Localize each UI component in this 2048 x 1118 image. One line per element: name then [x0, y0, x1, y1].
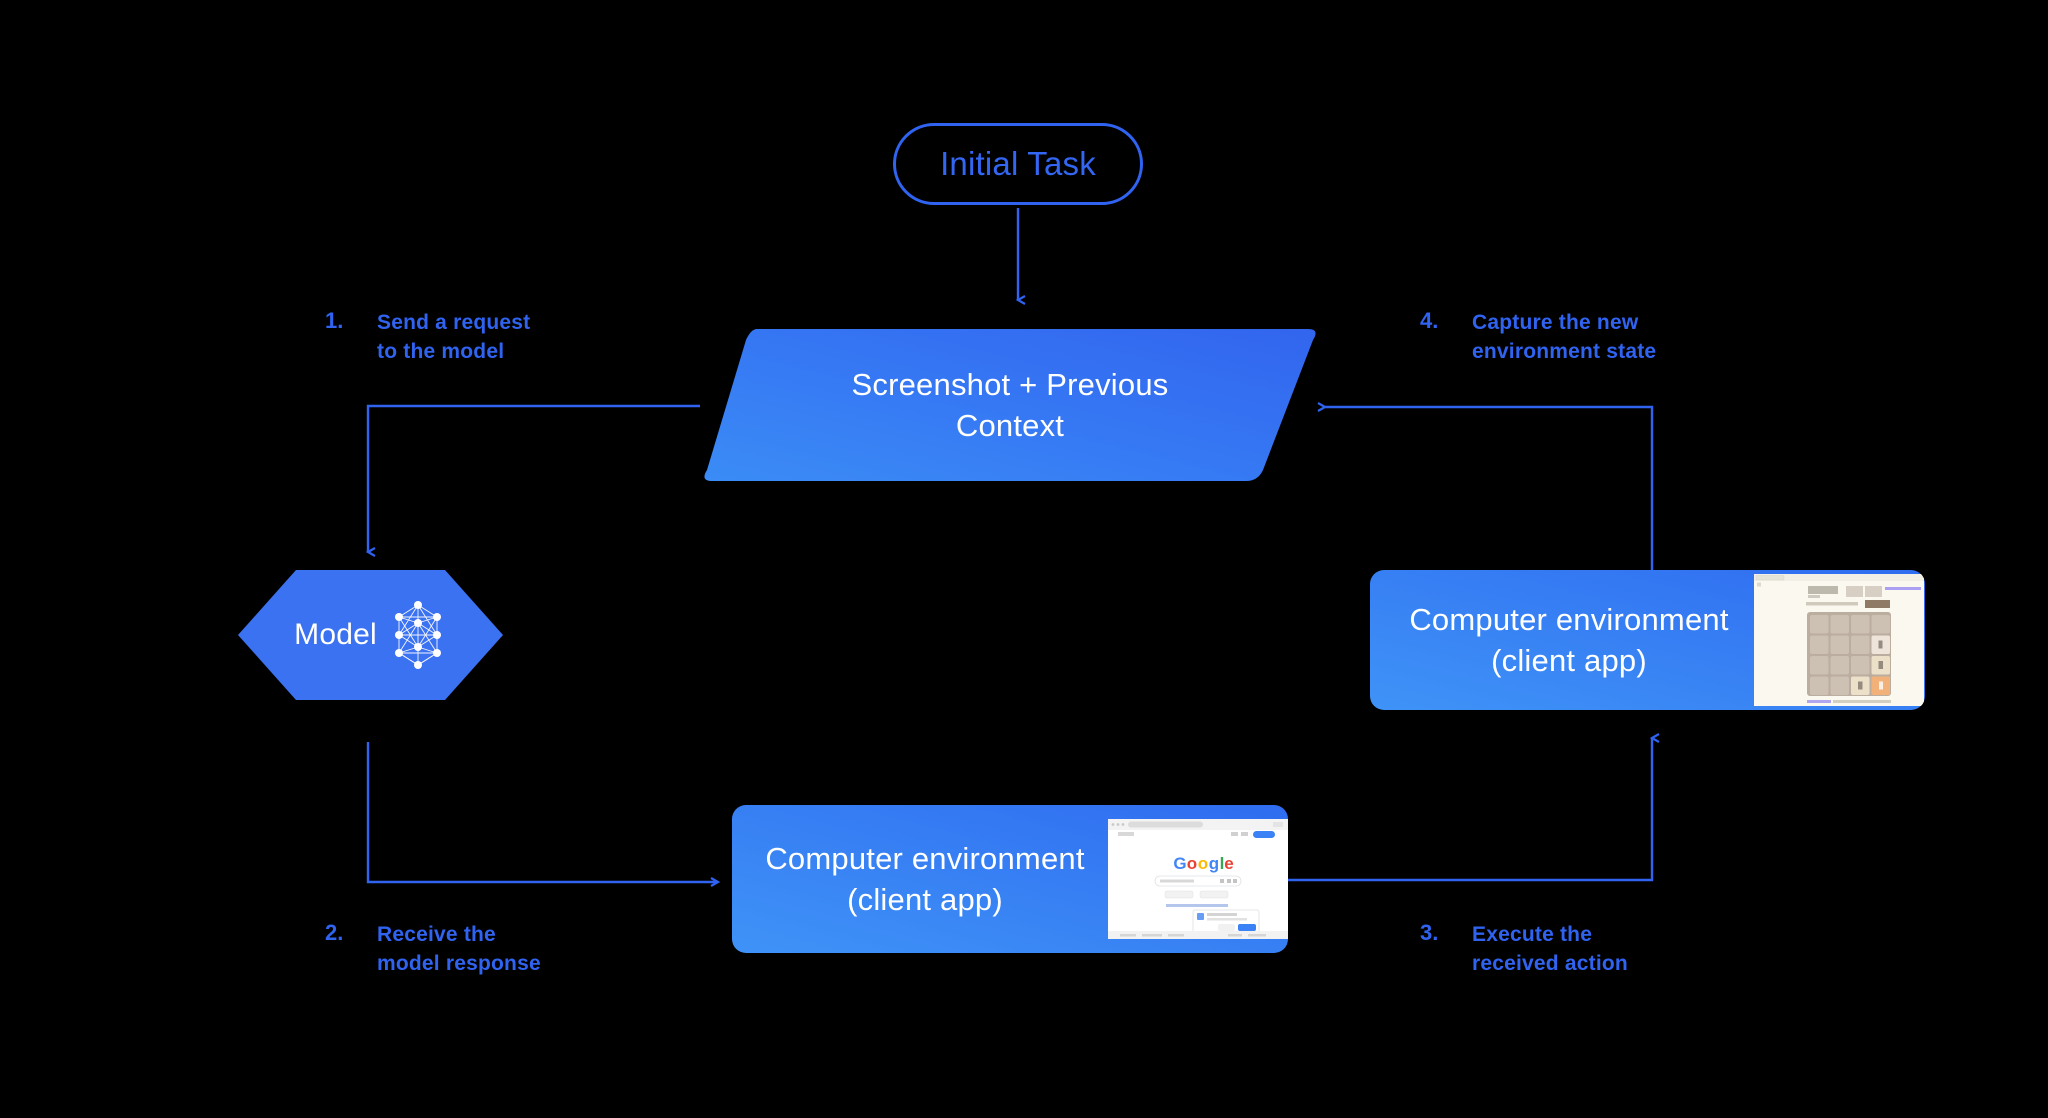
step-label-3: 3. Execute the received action [1420, 920, 1628, 978]
svg-text:o: o [1187, 854, 1197, 873]
client-bottom-line2: (client app) [847, 882, 1003, 917]
svg-text:g: g [1209, 854, 1219, 873]
step-2-number: 2. [325, 920, 344, 945]
client-app-card-bottom[interactable]: Computer environment (client app) [732, 805, 1288, 953]
thumbnail-2048-game[interactable] [1754, 574, 1924, 706]
wire-step-3 [1288, 733, 1660, 882]
client-app-card-right[interactable]: Computer environment (client app) [1370, 570, 1925, 710]
step-4-text: Capture the new environment state [1472, 311, 1657, 363]
step-3-number: 3. [1420, 920, 1439, 945]
svg-text:l: l [1220, 854, 1225, 873]
client-bottom-line1: Computer environment [765, 841, 1085, 876]
svg-text:e: e [1224, 854, 1233, 873]
initial-task-label: Initial Task [940, 145, 1096, 182]
step-label-4: 4. Capture the new environment state [1420, 308, 1656, 366]
context-label-line2: Context [955, 408, 1065, 443]
svg-text:o: o [1198, 854, 1208, 873]
thumbnail-google-art: G o o g l e [1108, 819, 1288, 939]
client-right-line2: (client app) [1491, 643, 1647, 678]
hexagon-shape [238, 570, 503, 700]
neural-network-icon [394, 601, 441, 669]
wire-step-2 [366, 742, 721, 887]
step-label-2: 2. Receive the model response [325, 920, 541, 978]
thumbnail-2048-art [1754, 574, 1924, 706]
client-right-line1: Computer environment [1409, 602, 1729, 637]
wire-step-1 [365, 404, 700, 557]
thumbnail-google-search[interactable]: G o o g l e [1108, 819, 1288, 939]
parallelogram-shape [704, 329, 1316, 481]
initial-task-node[interactable]: Initial Task [893, 123, 1143, 205]
step-4-number: 4. [1420, 308, 1439, 333]
step-2-text: Receive the model response [377, 923, 541, 975]
step-1-text: Send a request to the model [377, 311, 531, 363]
client-app-bottom-label: Computer environment (client app) [742, 838, 1108, 920]
wire-step-4 [1317, 402, 1654, 570]
model-node-label: Model [294, 618, 377, 651]
step-label-1: 1. Send a request to the model [325, 308, 530, 366]
step-1-number: 1. [325, 308, 344, 333]
step-3-text: Execute the received action [1472, 923, 1628, 975]
svg-text:G: G [1173, 854, 1186, 873]
model-node[interactable]: Model [238, 570, 503, 700]
context-label-line1: Screenshot + Previous [851, 367, 1169, 402]
context-node[interactable]: Screenshot + Previous Context [700, 329, 1320, 481]
client-app-right-label: Computer environment (client app) [1384, 599, 1754, 681]
context-node-label: Screenshot + Previous Context [700, 329, 1320, 481]
